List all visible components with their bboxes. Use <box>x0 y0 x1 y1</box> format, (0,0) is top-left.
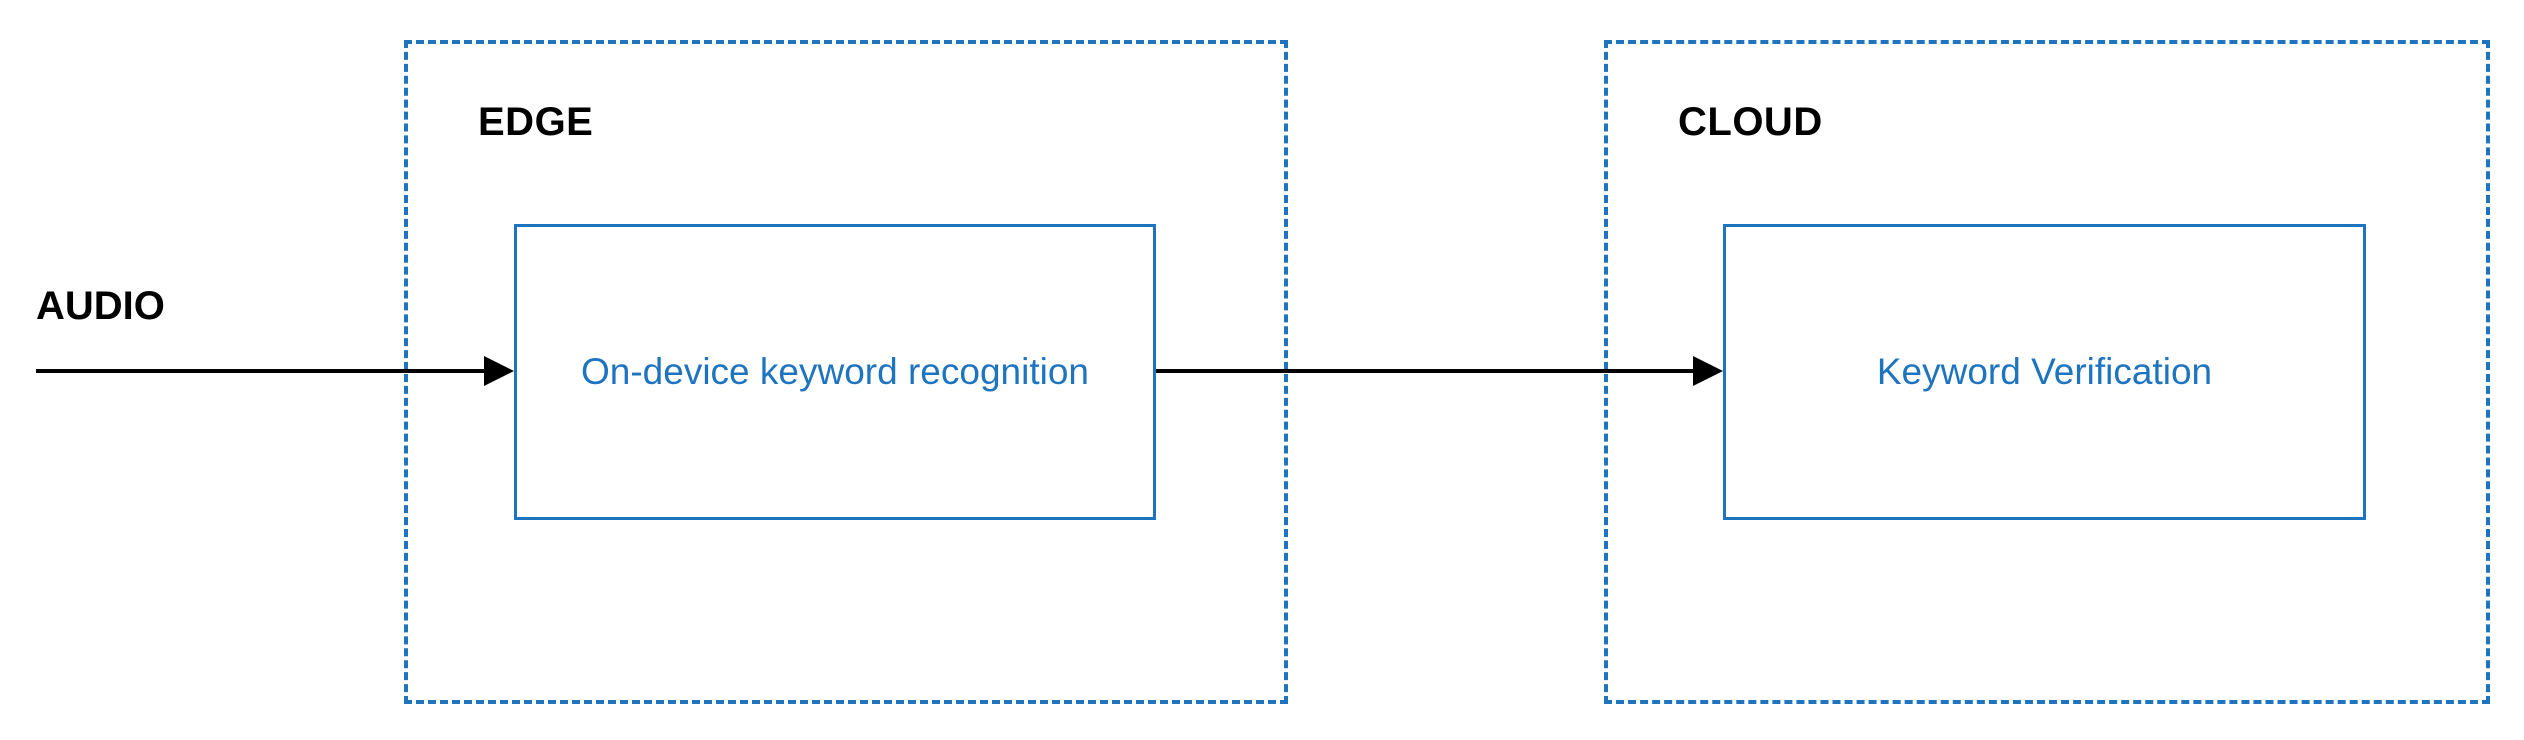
edge-zone-label: EDGE <box>478 100 594 144</box>
keyword-recognition-node: On-device keyword recognition <box>514 224 1156 520</box>
keyword-verification-label: Keyword Verification <box>1876 351 2213 392</box>
audio-input-label: AUDIO <box>36 284 165 328</box>
keyword-verification-node: Keyword Verification <box>1723 224 2366 520</box>
cloud-zone-label: CLOUD <box>1678 100 1823 144</box>
keyword-recognition-label: On-device keyword recognition <box>581 351 1089 392</box>
